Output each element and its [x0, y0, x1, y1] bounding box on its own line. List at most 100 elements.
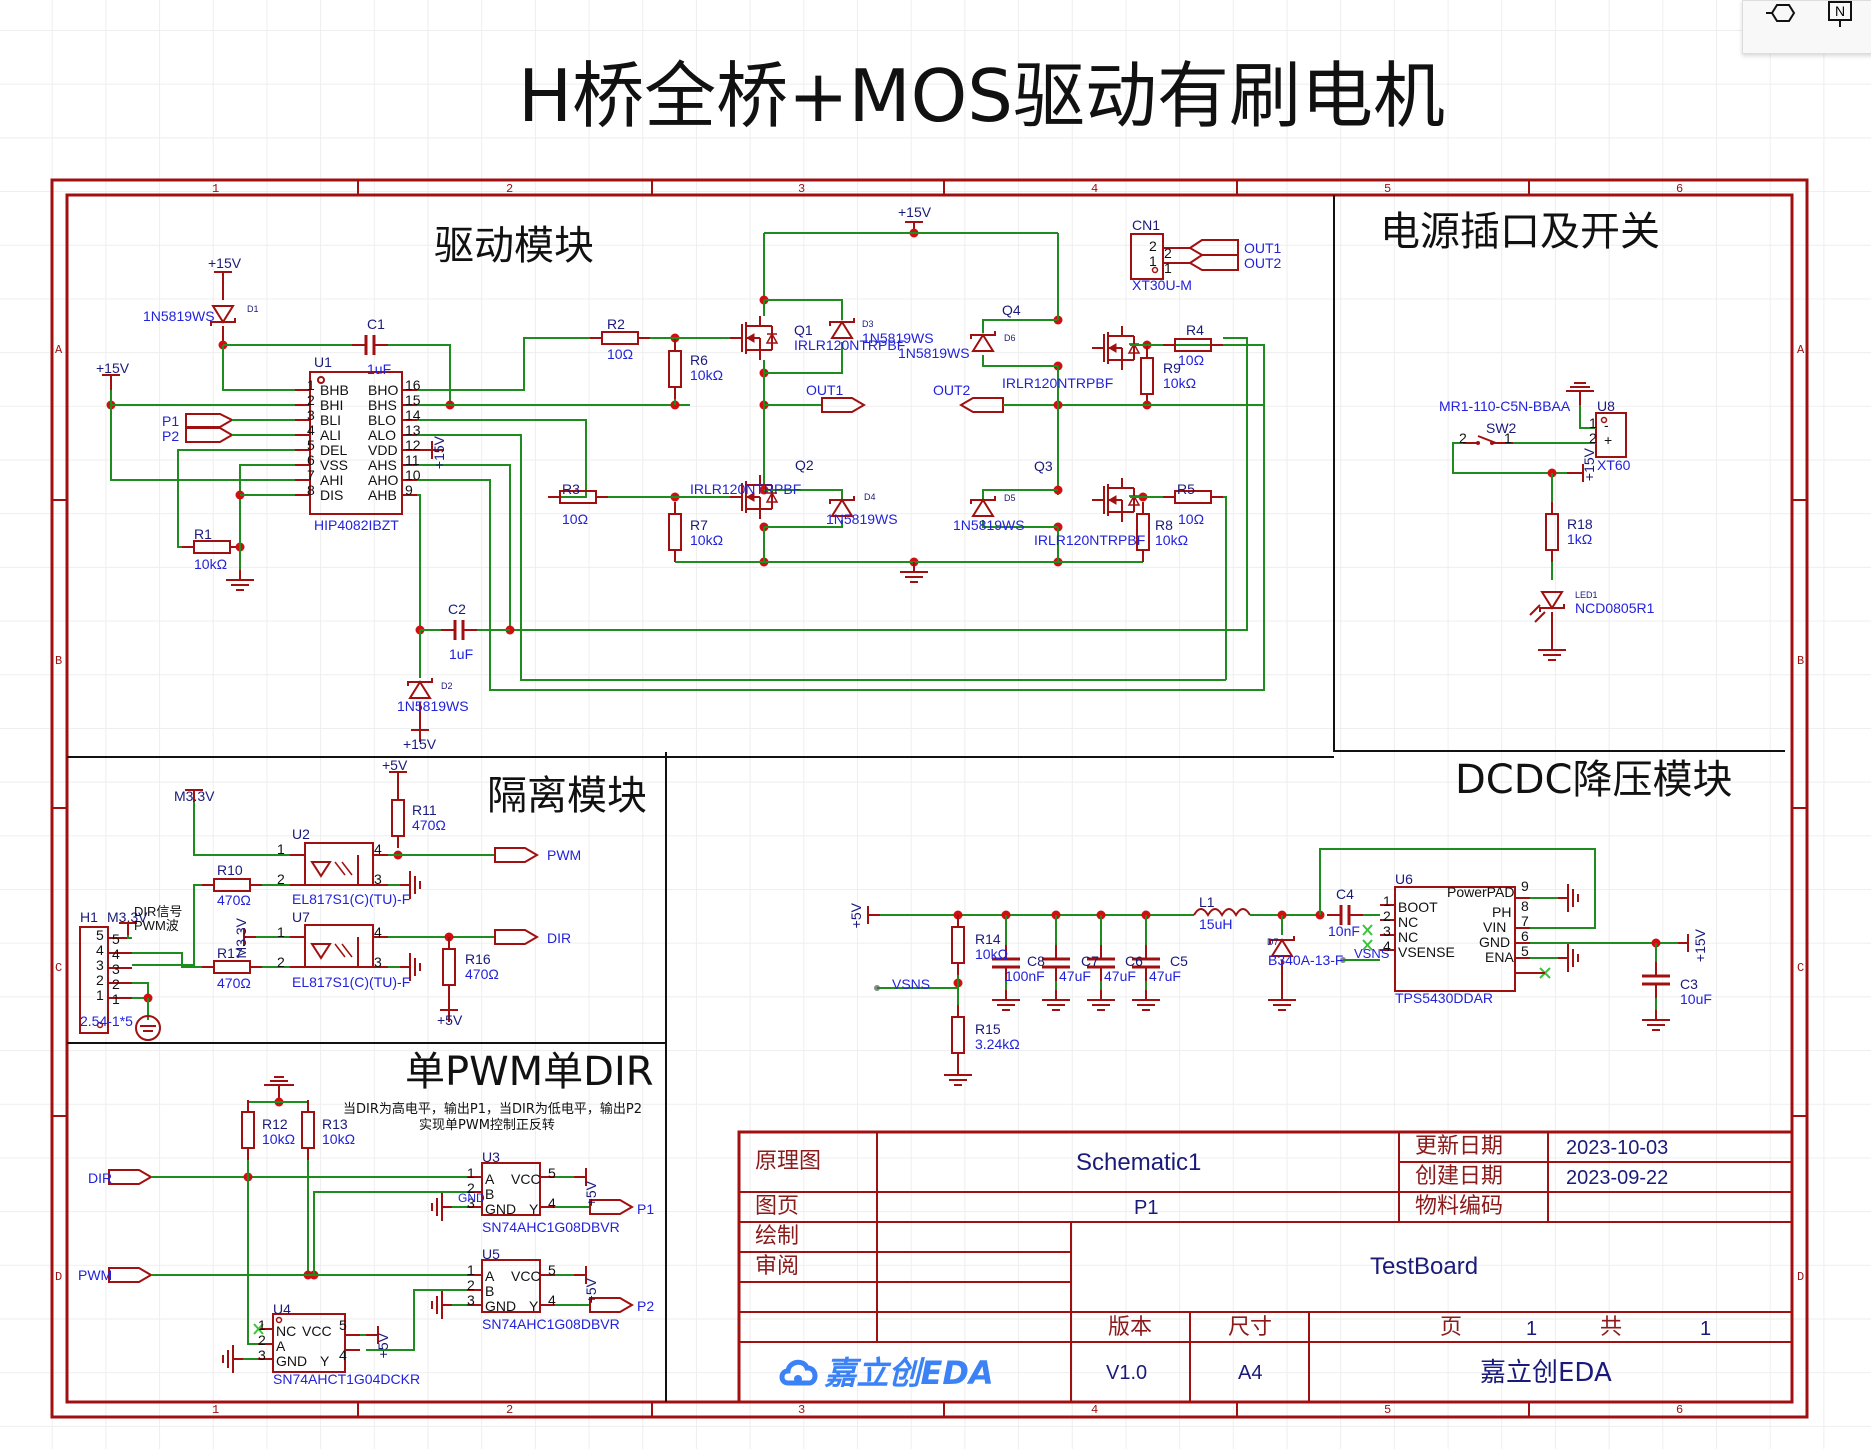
net-m33-h1[interactable]: M3.3V — [107, 909, 148, 925]
wire — [1452, 442, 1567, 474]
r5-designator: R5 — [1177, 481, 1195, 497]
c8-value: 100nF — [1005, 968, 1045, 984]
resistor-body — [668, 350, 682, 388]
u4-pin-1: 1 — [258, 1317, 266, 1333]
u6-pin-9: 9 — [1521, 878, 1529, 894]
net-vcc15-vdd[interactable]: +15V — [431, 436, 447, 470]
frame-column-bottom-2: 2 — [506, 1403, 514, 1417]
wire — [764, 520, 843, 528]
frame-row-right-C: C — [1797, 961, 1805, 975]
net-label-dir-in[interactable]: DIR — [88, 1170, 113, 1186]
u1-pin-number-4: 4 — [307, 422, 315, 438]
resistor-body — [301, 1111, 315, 1149]
wire — [417, 419, 587, 498]
diode-cathode — [970, 331, 996, 339]
u4-vcc-net[interactable]: +5V — [375, 1333, 391, 1359]
u6-pin-name-ena: ENA — [1485, 949, 1514, 965]
net-port-p2 — [589, 1297, 634, 1313]
xt60-connector-body — [1595, 412, 1627, 458]
d1-designator: D1 — [247, 304, 259, 314]
wire — [1319, 848, 1596, 929]
r10-designator: R10 — [217, 862, 243, 878]
net-label-pwm-out[interactable]: PWM — [547, 847, 582, 863]
u1-pin-name-ahi: AHI — [320, 472, 344, 488]
net-label-out2[interactable]: OUT2 — [933, 382, 971, 398]
frame-row-C: C — [55, 961, 63, 975]
u1-chip-body — [309, 371, 403, 515]
net-label-tool-button[interactable]: N — [1823, 1, 1857, 27]
u8-designator: U8 — [1597, 398, 1615, 414]
wire — [417, 344, 1265, 691]
resistor-body — [601, 331, 639, 345]
resistor-body — [193, 540, 231, 554]
net-vcc15-bridge[interactable]: +15V — [898, 204, 932, 220]
wire — [982, 355, 1058, 367]
cn1-net-out1[interactable]: OUT1 — [1244, 240, 1282, 256]
c5-value: 47uF — [1149, 968, 1181, 984]
net-v5-r11[interactable]: +5V — [382, 757, 408, 773]
diode-cathode — [970, 496, 996, 504]
r14-value: 10kΩ — [975, 946, 1009, 962]
c1-value: 1uF — [367, 361, 392, 377]
q3-part: IRLR120NTRPBF — [1034, 532, 1146, 548]
r17-value: 470Ω — [217, 975, 251, 991]
c2-designator: C2 — [448, 601, 466, 617]
u1-pin-name-ali: ALI — [320, 427, 342, 443]
u3-pin-name-y: Y — [529, 1201, 539, 1217]
r11-value: 470Ω — [412, 817, 446, 833]
sw2-pin-2: 2 — [1459, 430, 1467, 446]
net-label-out1[interactable]: OUT1 — [806, 382, 844, 398]
net-port-pwm-in — [108, 1267, 153, 1283]
u3-and-gate-body — [481, 1162, 541, 1216]
h1-pin-inner-5: 5 — [96, 927, 104, 943]
u3-vcc-net[interactable]: +5V — [583, 1181, 599, 1207]
resistor-body — [668, 513, 682, 551]
net-label-dir-out[interactable]: DIR — [547, 930, 572, 946]
wire — [222, 345, 295, 391]
u5-pin-name-y: Y — [529, 1298, 539, 1314]
net-label-pwm-in[interactable]: PWM — [78, 1267, 113, 1283]
u6-pin-name-vin: VIN — [1483, 919, 1507, 935]
mosfet-arrow — [1107, 343, 1117, 353]
net-vcc15-power[interactable]: +15V — [1581, 448, 1597, 482]
tb-material-label: 物料编码 — [1415, 1194, 1504, 1219]
u2-designator: U2 — [292, 826, 310, 842]
u3-gnd-net-label[interactable]: GND — [458, 1191, 485, 1205]
h1-label-dir: DIR信号 — [134, 904, 183, 919]
body-diode-icon — [1127, 342, 1141, 354]
net-vcc15-d1[interactable]: +15V — [208, 255, 242, 271]
c7-designator: C7 — [1081, 953, 1099, 969]
wire — [127, 935, 132, 939]
u7-pin-3: 3 — [374, 954, 382, 970]
net-label-vsns-u6[interactable]: VSNS — [1354, 946, 1390, 961]
net-label-p2[interactable]: P2 — [162, 428, 180, 444]
net-m33-u2[interactable]: M3.3V — [174, 788, 215, 804]
body-diode-icon — [1127, 494, 1141, 506]
net-label-vsns[interactable]: VSNS — [892, 976, 931, 992]
wire — [417, 337, 1248, 631]
h1-pin-4: 4 — [112, 946, 120, 962]
cn1-part: XT30U-M — [1132, 277, 1192, 293]
u5-vcc-net[interactable]: +5V — [583, 1278, 599, 1304]
net-v15-dcdc[interactable]: +15V — [1692, 929, 1708, 963]
net-vcc15-d2[interactable]: +15V — [403, 736, 437, 752]
frame-column-bottom-6: 6 — [1676, 1403, 1684, 1417]
tb-updated-value: 2023-10-03 — [1566, 1137, 1669, 1159]
net-v5-r16[interactable]: +5V — [437, 1012, 463, 1028]
d4-part: 1N5819WS — [826, 511, 898, 527]
net-label-p1-out[interactable]: P1 — [637, 1201, 655, 1217]
net-v5-dcdc[interactable]: +5V — [848, 903, 864, 929]
frame-column-bottom-5: 5 — [1384, 1403, 1392, 1417]
net-label-p2-out[interactable]: P2 — [637, 1298, 655, 1314]
u5-pin-1: 1 — [467, 1262, 475, 1278]
pin1-marker — [1600, 416, 1608, 424]
logic-note-line2: 实现单PWM控制正反转 — [419, 1118, 555, 1133]
body-diode-icon — [765, 491, 779, 503]
wire — [313, 1191, 467, 1275]
net-vcc15-u1[interactable]: +15V — [96, 360, 130, 376]
net-port-tool-button[interactable] — [1763, 1, 1797, 25]
cn1-net-out2[interactable]: OUT2 — [1244, 255, 1282, 271]
net-label-p1[interactable]: P1 — [162, 413, 180, 429]
wire — [982, 520, 1058, 528]
